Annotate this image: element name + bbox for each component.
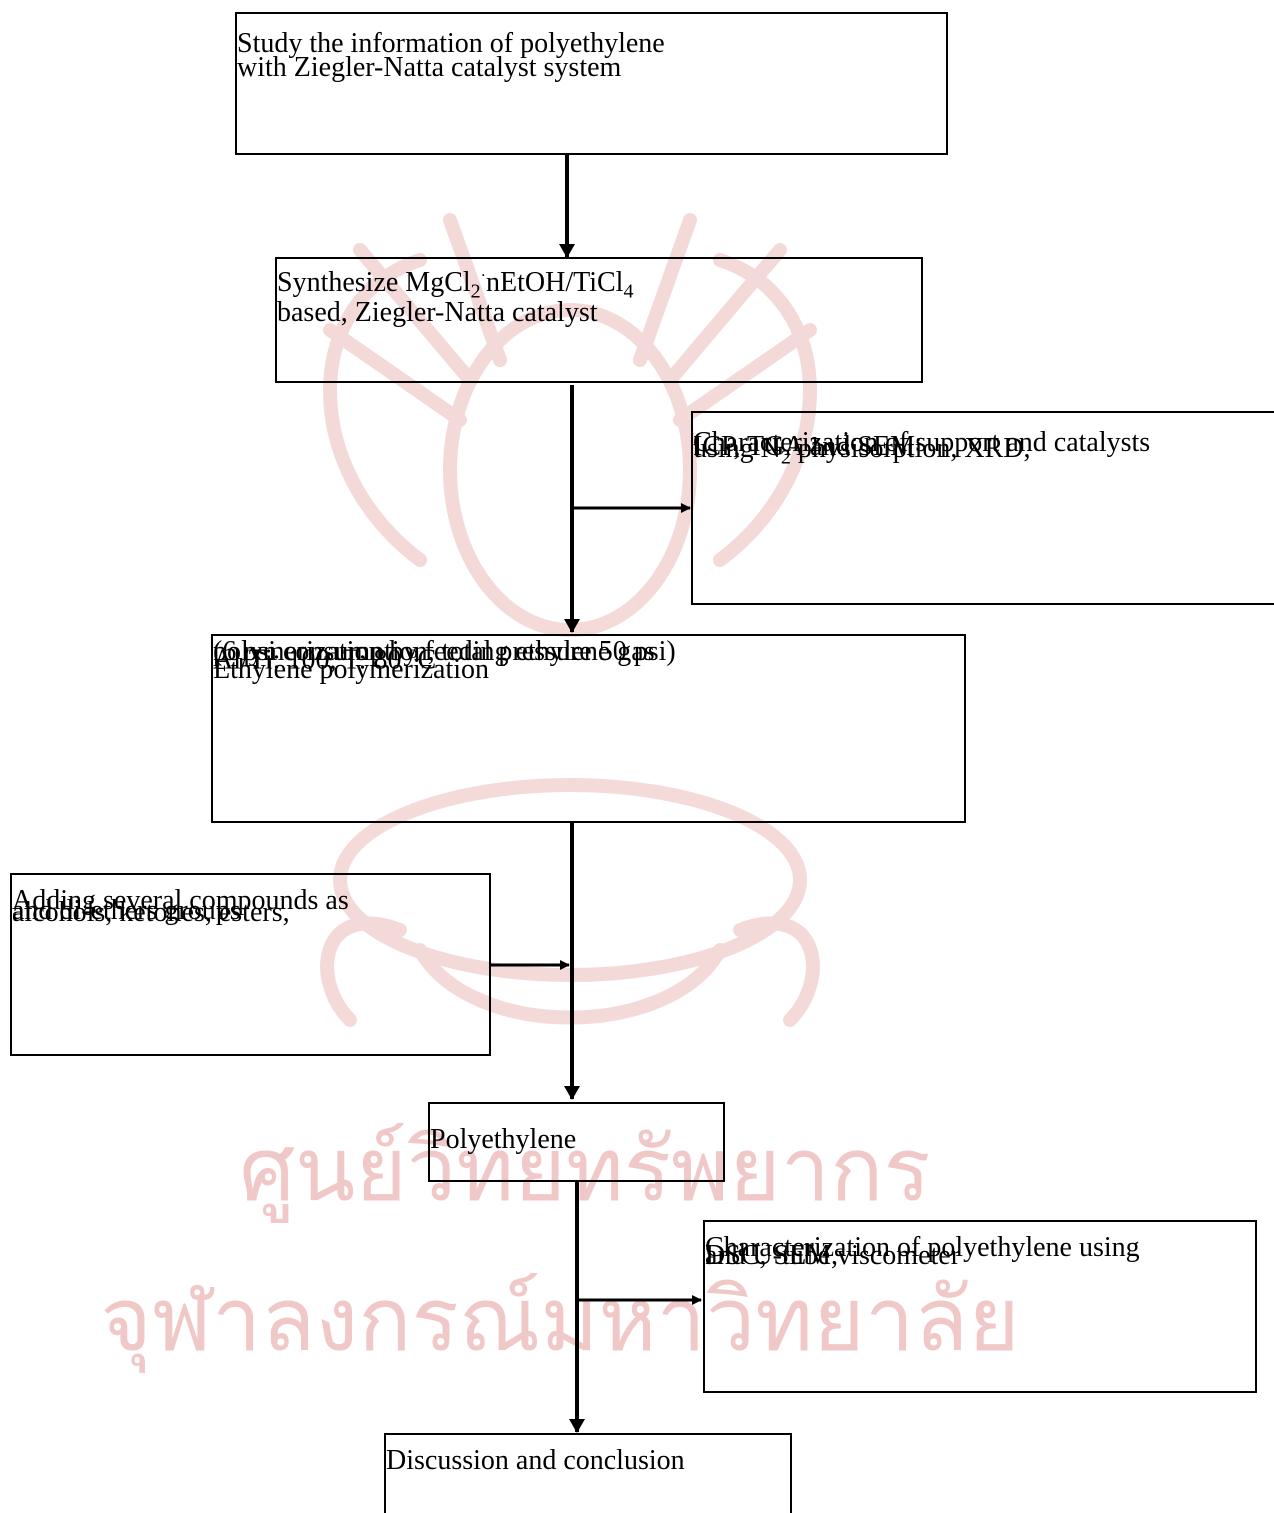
polyethylene-box: Polyethylene bbox=[428, 1102, 725, 1182]
discussion-label: Discussion and conclusion bbox=[386, 1445, 685, 1476]
polymerization-line2: Al/Ti: 100, T: 80 oC bbox=[213, 642, 437, 676]
support-characterization-line2: using N2 physisorption, XRD, bbox=[693, 433, 1031, 469]
support-characterization-line1: Characterization of support and catalyst… bbox=[693, 427, 1151, 458]
synthesize-line2: based, Ziegler-Natta catalyst bbox=[277, 297, 598, 328]
polymerization-line4: (6 psi consumption, total pressure 50 ps… bbox=[213, 636, 676, 667]
watermark-text-line2: จุฬาลงกรณ์มหาวิทยาลัย bbox=[100, 1268, 1020, 1373]
polyethylene-label: Polyethylene bbox=[430, 1124, 577, 1155]
polymerization-line1: Ethylene polymerization bbox=[213, 654, 490, 685]
study-line1: Study the information of polyethylene bbox=[237, 28, 665, 59]
study-line2: with Ziegler-Natta catalyst system bbox=[237, 52, 622, 83]
adding-box: Adding several compounds as alcohols, ke… bbox=[10, 873, 491, 1056]
watermark-text-line1: ศูนย์วิทยทรัพยากร bbox=[239, 1118, 930, 1223]
pe-characterization-line1: Characterization of polyethylene using bbox=[705, 1232, 1140, 1263]
support-characterization-line3: ICP, TGA and SEM bbox=[693, 431, 915, 462]
study-box: Study the information of polyethylene wi… bbox=[235, 12, 948, 155]
adding-line3: and di-ethers groups bbox=[12, 895, 241, 926]
support-characterization-box: Characterization of support and catalyst… bbox=[691, 411, 1274, 605]
pe-characterization-line2: DSC, SEM, bbox=[705, 1240, 839, 1271]
synthesize-line1: Synthesize MgCl2·nEtOH/TiCl4 bbox=[277, 267, 634, 303]
adding-line1: Adding several compounds as bbox=[12, 885, 349, 916]
pe-characterization-box: Characterization of polyethylene using D… bbox=[703, 1220, 1257, 1393]
discussion-box: Discussion and conclusion bbox=[384, 1433, 792, 1513]
polymerization-box: Ethylene polymerization Al/Ti: 100, T: 8… bbox=[211, 634, 966, 823]
pe-characterization-line3: and U-tube viscometer bbox=[705, 1240, 961, 1271]
polymerization-line3: polymerization by feeding ethylene gas bbox=[213, 636, 655, 667]
synthesize-box: Synthesize MgCl2·nEtOH/TiCl4 based, Zieg… bbox=[275, 257, 923, 383]
adding-line2: alcohols, ketones, esters, bbox=[12, 897, 290, 928]
